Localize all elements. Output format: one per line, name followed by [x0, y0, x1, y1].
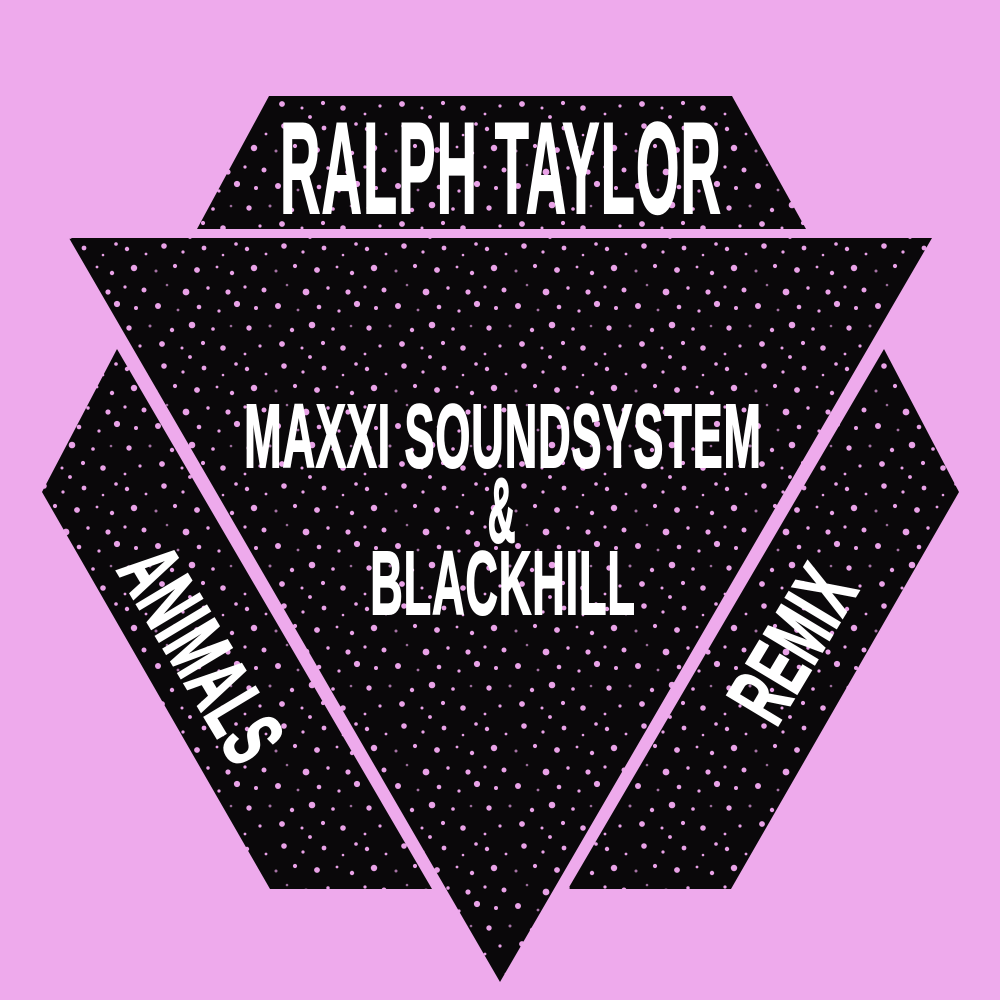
artist-name-text: RALPH TAYLOR	[279, 95, 723, 241]
right-band-shape	[568, 349, 959, 889]
left-band-shape	[42, 349, 432, 889]
remixer-name-line2-text: BLACKHILL	[370, 534, 636, 634]
top-banner-shape	[197, 96, 806, 229]
remixer-name-line1-text: MAXXI SOUNDSYSTEM	[244, 387, 762, 487]
ampersand-text: &	[487, 460, 517, 562]
center-triangle-shape	[69, 238, 932, 982]
